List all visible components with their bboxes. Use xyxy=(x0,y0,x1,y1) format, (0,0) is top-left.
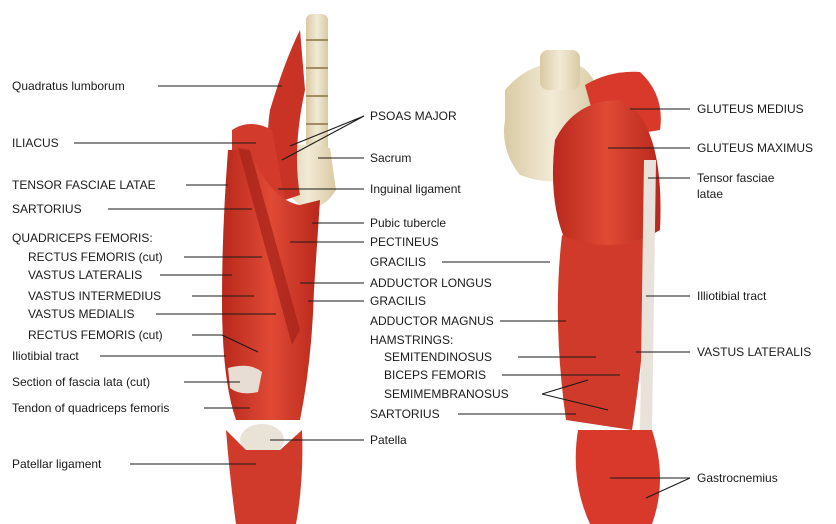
label-rectus-femoris-upper: RECTUS FEMORIS (cut) xyxy=(28,250,163,264)
label-tensor-fasciae-latae-posterior-1: Tensor fasciae xyxy=(697,171,775,185)
label-semitendinosus: SEMITENDINOSUS xyxy=(384,350,492,364)
label-iliacus: ILIACUS xyxy=(12,136,59,150)
label-sartorius-anterior: SARTORIUS xyxy=(12,202,82,216)
label-sartorius-posterior: SARTORIUS xyxy=(370,407,440,421)
label-tendon-quadriceps: Tendon of quadriceps femoris xyxy=(12,401,169,415)
label-vastus-intermedius: VASTUS INTERMEDIUS xyxy=(28,289,161,303)
label-iliotibial-tract-posterior: Illiotibial tract xyxy=(697,289,767,303)
label-gluteus-medius: GLUTEUS MEDIUS xyxy=(697,102,804,116)
posterior-spine xyxy=(540,50,580,90)
label-iliotibial-tract-anterior: Iliotibial tract xyxy=(12,349,79,363)
label-adductor-magnus: ADDUCTOR MAGNUS xyxy=(370,314,494,328)
label-quadriceps-femoris: QUADRICEPS FEMORIS: xyxy=(12,231,153,245)
label-quadratus-lumborum: Quadratus lumborum xyxy=(12,79,125,93)
label-psoas-major: PSOAS MAJOR xyxy=(370,109,457,123)
label-gluteus-maximus: GLUTEUS MAXIMUS xyxy=(697,141,813,155)
anterior-leg-illustration xyxy=(222,14,336,524)
label-tensor-fasciae-latae: TENSOR FASCIAE LATAE xyxy=(12,178,156,192)
label-inguinal-ligament: Inguinal ligament xyxy=(370,182,461,196)
label-vastus-lateralis-posterior: VASTUS LATERALIS xyxy=(697,345,811,359)
label-pubic-tubercle: Pubic tubercle xyxy=(370,216,446,230)
gastrocnemius-muscle xyxy=(576,430,660,524)
label-gracilis-anterior: GRACILIS xyxy=(370,294,426,308)
label-rectus-femoris-lower: RECTUS FEMORIS (cut) xyxy=(28,328,163,342)
label-biceps-femoris: BICEPS FEMORIS xyxy=(384,368,486,382)
label-adductor-longus: ADDUCTOR LONGUS xyxy=(370,276,492,290)
label-vastus-lateralis-anterior: VASTUS LATERALIS xyxy=(28,268,142,282)
label-vastus-medialis: VASTUS MEDIALIS xyxy=(28,307,134,321)
fascia-lata-section xyxy=(228,366,262,394)
label-semimembranosus: SEMIMEMBRANOSUS xyxy=(384,387,509,401)
label-patellar-ligament: Patellar ligament xyxy=(12,457,102,471)
label-sacrum: Sacrum xyxy=(370,151,411,165)
label-hamstrings: HAMSTRINGS: xyxy=(370,333,453,347)
posterior-leg-illustration xyxy=(504,50,661,524)
label-patella: Patella xyxy=(370,433,407,447)
label-gracilis-center: GRACILIS xyxy=(370,255,426,269)
label-tensor-fasciae-latae-posterior-2: latae xyxy=(697,187,723,201)
label-gastrocnemius: Gastrocnemius xyxy=(697,471,778,485)
label-section-fascia-lata: Section of fascia lata (cut) xyxy=(12,375,150,389)
label-pectineus: PECTINEUS xyxy=(370,235,439,249)
